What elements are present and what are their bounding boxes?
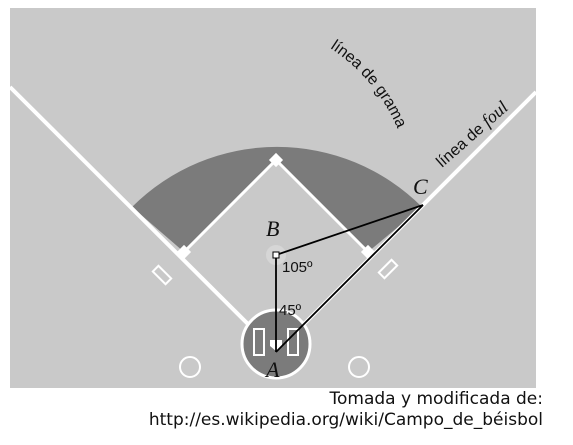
caption-line-1: Tomada y modificada de: <box>329 389 544 409</box>
baseline-second-to-first <box>274 158 370 254</box>
batter-box-right <box>287 328 299 356</box>
angle-b-label: 105º <box>282 259 313 276</box>
coach-box-right <box>377 258 399 280</box>
baseline-second-to-third <box>182 158 278 254</box>
coach-box-left <box>151 264 173 286</box>
foul-line-left <box>8 85 278 354</box>
segment-ac <box>275 204 424 353</box>
infield-dirt-arc <box>132 146 422 252</box>
on-deck-circle-left <box>179 356 201 378</box>
on-deck-circle-right <box>348 356 370 378</box>
second-base <box>268 152 284 168</box>
source-caption: Tomada y modificada de: http://es.wikipe… <box>149 389 543 431</box>
batter-box-left <box>253 328 265 356</box>
point-b-label: B <box>266 216 279 241</box>
point-a-label: A <box>264 357 280 382</box>
point-b-marker <box>272 251 280 259</box>
caption-line-2: http://es.wikipedia.org/wiki/Campo_de_bé… <box>148 410 543 430</box>
segment-bc <box>275 204 424 256</box>
third-base <box>176 244 192 260</box>
point-c-label: C <box>413 174 428 199</box>
angle-a-label: 45º <box>279 302 302 319</box>
